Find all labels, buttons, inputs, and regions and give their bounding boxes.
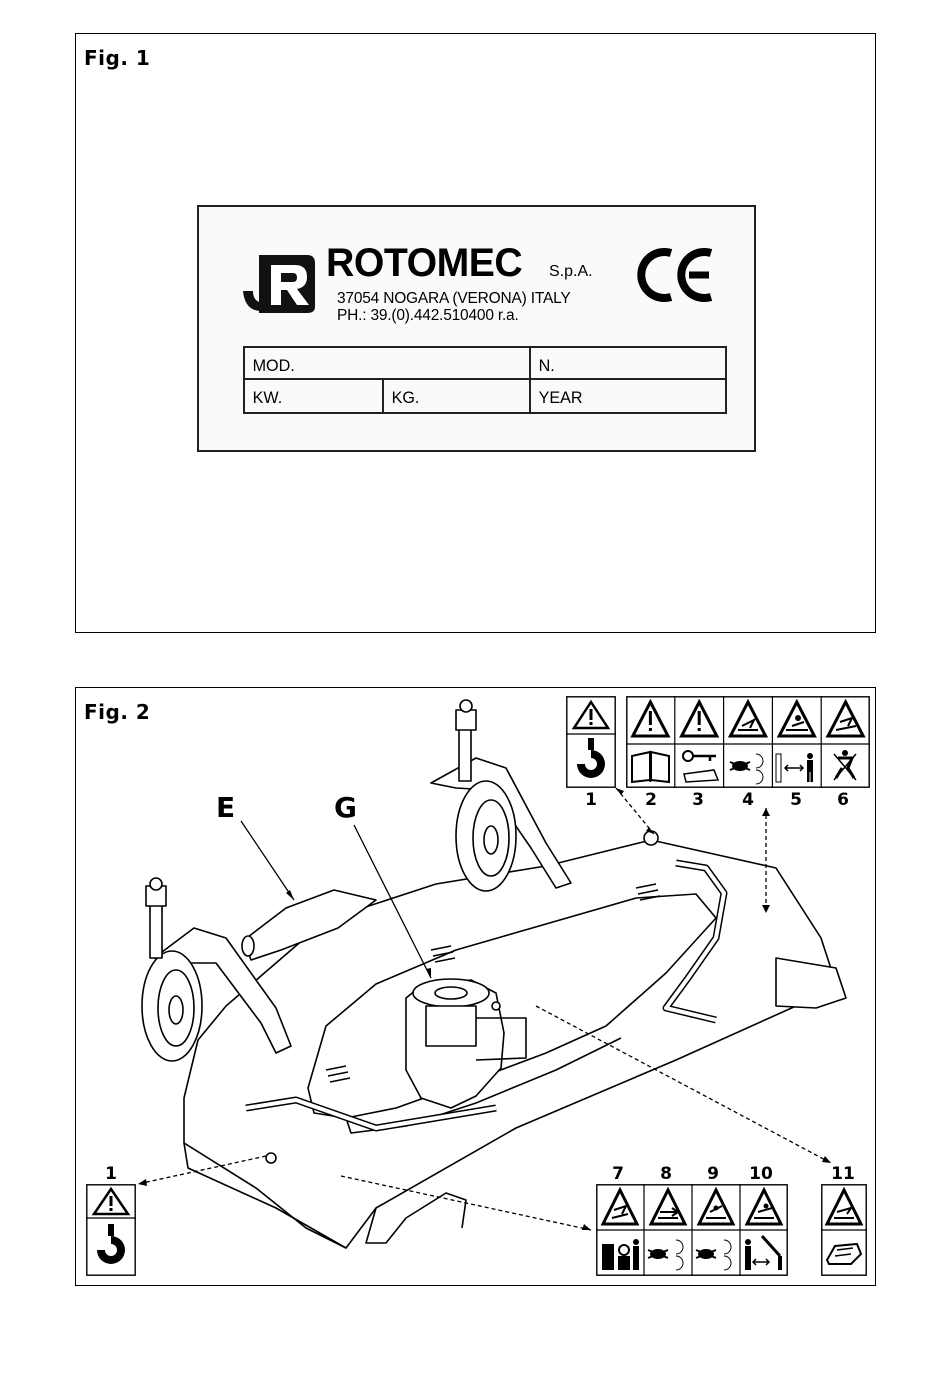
read-manual-icon <box>632 752 669 782</box>
serial-number-field: N. <box>531 348 715 378</box>
decal-number: 4 <box>733 790 763 810</box>
figure-2-frame: Fig. 2 <box>75 687 876 1286</box>
safety-decal-strip-top <box>626 696 870 788</box>
weight-field: KG. <box>384 380 522 412</box>
lifting-point-decal <box>566 696 616 788</box>
decal-number: 9 <box>698 1164 728 1184</box>
decal-number: 5 <box>781 790 811 810</box>
decal-number: 11 <box>828 1164 858 1184</box>
phone-line: PH.: 39.(0).442.510400 r.a. <box>337 307 519 325</box>
safety-decal-strip-bottom <box>596 1184 788 1276</box>
ce-mark-text: CE <box>637 245 639 246</box>
address-line: 37054 NOGARA (VERONA) ITALY <box>337 290 571 308</box>
power-field: KW. <box>245 380 375 412</box>
model-field: MOD. <box>245 348 515 378</box>
figure-1-frame: Fig. 1 ROTOMEC S.p.A. 37054 NOGARA (VERO… <box>75 33 876 633</box>
plate-data-table: MOD. N. KW. KG. YEAR <box>243 346 727 414</box>
company-suffix: S.p.A. <box>549 263 593 281</box>
decal-number: 7 <box>603 1164 633 1184</box>
ce-mark-icon: CE <box>637 245 717 305</box>
decal-number: 8 <box>651 1164 681 1184</box>
decal-number: 1 <box>576 790 606 810</box>
decal-number: 6 <box>828 790 858 810</box>
decal-number: 1 <box>96 1164 126 1184</box>
lifting-point-decal <box>86 1184 136 1276</box>
part-label-e: E <box>216 791 235 824</box>
decal-number: 2 <box>636 790 666 810</box>
brand-name: ROTOMEC <box>326 241 522 286</box>
decal-number: 3 <box>683 790 713 810</box>
part-label-g: G <box>334 791 357 824</box>
identification-plate: ROTOMEC S.p.A. 37054 NOGARA (VERONA) ITA… <box>197 205 756 452</box>
rotomec-logo-icon <box>241 251 319 315</box>
stone-guard-decal <box>821 1184 867 1276</box>
decal-number: 10 <box>746 1164 776 1184</box>
year-field: YEAR <box>531 380 715 412</box>
figure-1-title: Fig. 1 <box>84 46 150 70</box>
